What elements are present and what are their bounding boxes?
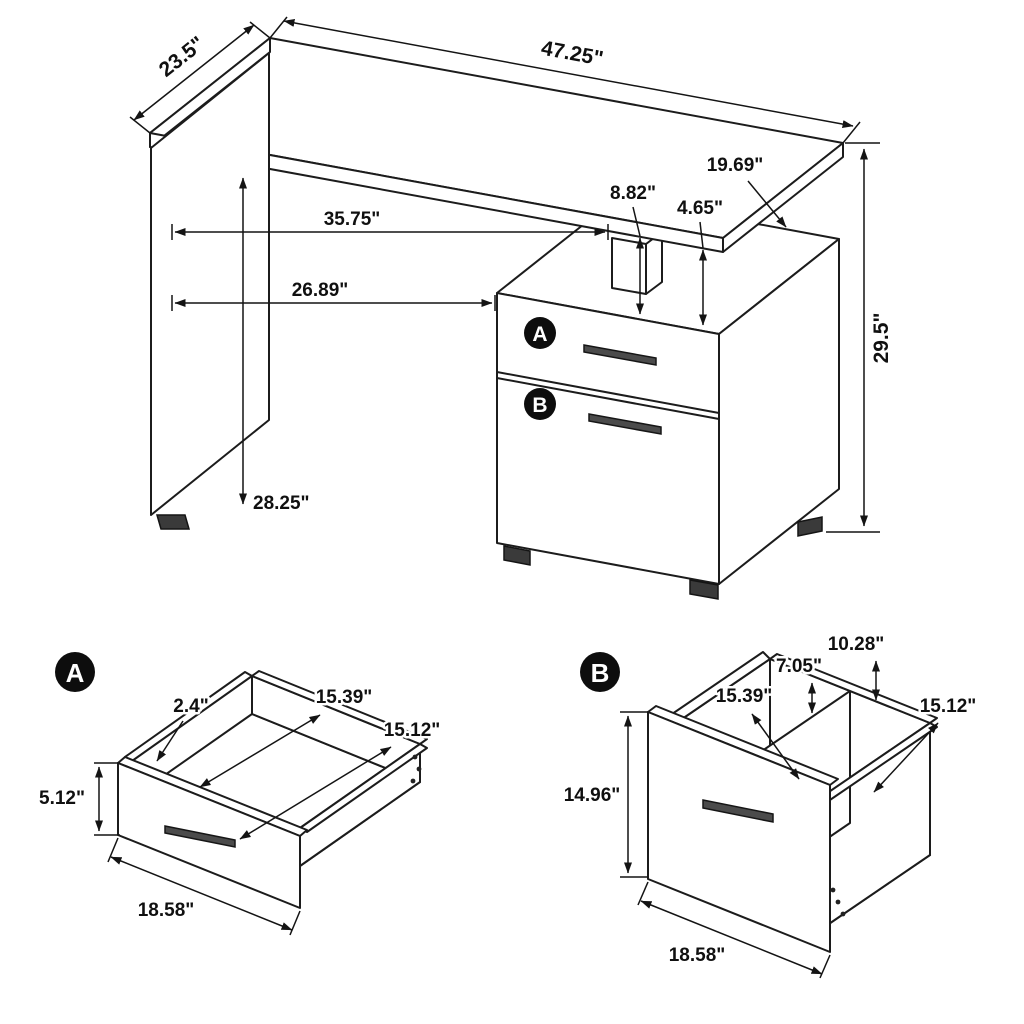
- cabinet-foot-back-right: [797, 516, 823, 537]
- main-dimensions: 47.25" 23.5" 29.5" 28.25" 35.75" 26.89": [129, 16, 896, 533]
- dim-line-a-front-width: [110, 856, 293, 931]
- detail-b-drawing: [647, 651, 938, 953]
- box-screw-3: [830, 887, 836, 893]
- dim-label-b-front-height: 14.96": [564, 785, 621, 806]
- box-screw-2: [840, 911, 846, 917]
- door-detail-handle: [702, 799, 774, 823]
- dim-label-a-inner-width: 15.12": [384, 720, 441, 741]
- dim-label-desk-width: 47.25": [539, 37, 605, 71]
- ext-a-width-right: [289, 910, 301, 936]
- desktop-right-edge: [722, 142, 844, 253]
- dim-label-a-front-width: 18.58": [138, 900, 195, 921]
- drawer-detail-handle: [164, 825, 236, 848]
- cabinet-foot-front-left: [503, 545, 531, 566]
- dim-label-desk-height: 29.5": [870, 313, 893, 364]
- leader-support-height: [632, 206, 641, 237]
- dim-label-b-divider-offset: 7.05": [776, 656, 822, 677]
- dim-label-support-height: 8.82": [610, 183, 656, 204]
- drawer-screw-1: [412, 754, 418, 760]
- badge-b-circle: [524, 388, 556, 420]
- dim-label-knee-clearance: 35.75": [324, 209, 381, 230]
- main-view: A B 47.25" 23.5" 29.5" 28.25": [129, 16, 896, 600]
- detail-a-dimensions: 5.12" 18.58" 2.4" 15.39" 15.12": [37, 685, 443, 936]
- drawer-screw-2: [416, 766, 422, 772]
- drawer-door-divider-line-2: [496, 377, 720, 420]
- detail-a-badge-letter: A: [66, 658, 85, 688]
- ext-line-width-right: [842, 121, 861, 144]
- drawer-cabinet: [496, 197, 840, 600]
- leader-top-overhang: [747, 180, 787, 228]
- dim-label-top-overhang: 19.69": [707, 155, 764, 176]
- ext-b-width-left: [637, 881, 649, 906]
- detail-a-view: A 5.12" 18.58": [37, 652, 443, 936]
- cabinet-hardware: A B: [524, 317, 662, 435]
- dim-line-depth: [133, 24, 255, 121]
- dim-label-b-front-width: 18.58": [669, 945, 726, 966]
- badge-a-circle: [524, 317, 556, 349]
- detail-a-drawing: [117, 670, 428, 909]
- dim-label-a-inner-depth: 15.39": [316, 687, 373, 708]
- drawer-door-divider-line: [496, 371, 720, 414]
- leader-gap-height: [699, 221, 704, 249]
- dim-label-clearance-cabinet: 26.89": [292, 280, 349, 301]
- drawer-screw-3: [410, 778, 416, 784]
- badge-a-letter: A: [532, 323, 547, 346]
- detail-b-badge-circle: [580, 652, 620, 692]
- ext-line-width-left: [269, 16, 288, 39]
- door-b-handle: [588, 413, 662, 435]
- dim-line-a-inner-width: [239, 746, 392, 840]
- detail-a-badge-circle: [55, 652, 95, 692]
- ext-a-width-left: [107, 837, 119, 863]
- riser-front-face: [611, 237, 647, 295]
- detail-a-badge: A: [55, 652, 95, 692]
- ext-line-depth-front: [129, 116, 151, 134]
- detail-b-badge-letter: B: [591, 658, 610, 688]
- detail-b-dimensions: 14.96" 18.58" 10.28" 7.05" 15.39" 15.12": [561, 632, 979, 979]
- leg-foot: [156, 514, 190, 530]
- ext-line-depth-back: [249, 21, 271, 39]
- dim-label-desk-depth: 23.5": [155, 32, 209, 82]
- dim-line-b-inner-depth: [751, 713, 800, 780]
- dim-label-b-inner-depth: 15.39": [716, 686, 773, 707]
- cabinet-foot-front-right: [689, 579, 719, 600]
- dim-label-a-front-height: 5.12": [39, 788, 85, 809]
- dim-line-b-front-width: [640, 900, 823, 975]
- dim-label-b-back-offset: 10.28": [828, 634, 885, 655]
- cabinet-front-face: [496, 292, 720, 585]
- detail-b-view: B 14.96" 18: [561, 632, 979, 979]
- drawer-back-rim: [251, 670, 428, 745]
- dim-label-a-lip: 2.4": [173, 696, 208, 717]
- badge-b-letter: B: [532, 394, 547, 417]
- dim-label-b-inner-width: 15.12": [920, 696, 977, 717]
- box-back-rim: [769, 653, 938, 724]
- dim-line-b-inner-width: [873, 722, 939, 793]
- dim-line-width: [283, 18, 854, 129]
- dim-label-leg-height: 28.25": [253, 493, 310, 514]
- detail-b-badge: B: [580, 652, 620, 692]
- box-screw-1: [835, 899, 841, 905]
- drawer-a-handle: [583, 344, 657, 366]
- dim-label-gap-height: 4.65": [677, 198, 723, 219]
- leader-a-lip: [156, 720, 184, 762]
